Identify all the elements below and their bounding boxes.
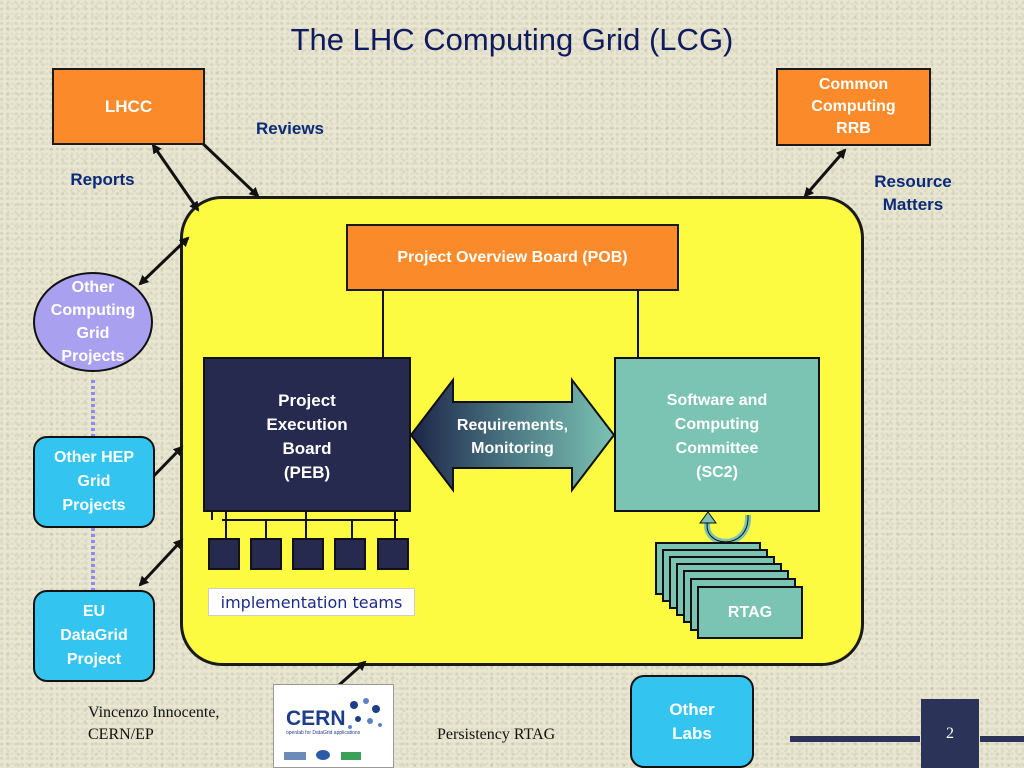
hep-line-1: Other HEP <box>53 449 134 466</box>
footer-bar-right <box>980 736 1024 742</box>
sc2-line-4: (SC2) <box>696 464 738 481</box>
ocg-line-3: Grid <box>76 325 110 342</box>
hep-line-3: Projects <box>62 497 126 514</box>
ocg-line-1: Other <box>71 279 115 296</box>
team-box <box>208 538 240 570</box>
rrb-line-3: RRB <box>836 120 871 137</box>
resource-line-1: Resource <box>874 172 952 191</box>
other-computing-grid-circle: Other Computing Grid Projects <box>33 272 153 372</box>
lhcc-label: LHCC <box>104 96 153 116</box>
peb-line-1: Project <box>278 391 336 410</box>
lhcc-box: LHCC <box>52 68 205 145</box>
peb-box: Project Execution Board (PEB) <box>203 357 411 512</box>
sc2-line-3: Committee <box>675 440 759 457</box>
eu-line-3: Project <box>66 651 122 668</box>
implementation-teams-label: implementation teams <box>208 588 415 616</box>
footer-author: Vincenzo Innocente, CERN/EP <box>88 702 219 746</box>
peb-line-3: Board <box>282 439 332 458</box>
rtag-label: RTAG <box>727 603 773 621</box>
author-line-2: CERN/EP <box>88 726 154 743</box>
team-box <box>377 538 409 570</box>
eu-line-2: DataGrid <box>60 627 128 644</box>
author-line-1: Vincenzo Innocente, <box>88 704 220 721</box>
ocg-line-4: Projects <box>61 348 125 365</box>
labs-line-2: Labs <box>672 723 712 743</box>
eu-datagrid-box: EU DataGrid Project <box>33 590 155 682</box>
rrb-box: Common Computing RRB <box>776 68 931 146</box>
resource-matters-label: Resource Matters <box>858 170 968 216</box>
pob-label: Project Overview Board (POB) <box>397 248 628 266</box>
hep-line-2: Grid <box>77 473 111 490</box>
rrb-line-2: Computing <box>811 98 896 115</box>
reviews-label: Reviews <box>255 119 325 138</box>
ocg-line-2: Computing <box>50 302 136 319</box>
rrb-line-1: Common <box>818 76 889 93</box>
reports-label: Reports <box>70 170 135 189</box>
peb-line-4: (PEB) <box>283 463 331 482</box>
other-hep-box: Other HEP Grid Projects <box>33 436 155 528</box>
requirements-label: Requirements, Monitoring <box>430 414 595 460</box>
other-labs-box: Other Labs <box>630 675 754 768</box>
team-box <box>334 538 366 570</box>
labs-line-1: Other <box>669 699 715 719</box>
pob-box: Project Overview Board (POB) <box>346 224 679 291</box>
cern-logo-tagline: openlab for DataGrid applications <box>286 730 361 736</box>
peb-line-2: Execution <box>266 415 348 434</box>
footer-title: Persistency RTAG <box>437 726 556 743</box>
requirements-line-2: Monitoring <box>471 440 554 457</box>
page-number: 2 <box>921 699 979 768</box>
team-box <box>250 538 282 570</box>
team-box <box>292 538 324 570</box>
sponsor-logos <box>284 747 384 761</box>
rtag-box: RTAG <box>697 586 803 639</box>
openlab-network-icon <box>348 698 382 729</box>
cern-logo-text: CERN <box>286 707 346 730</box>
sc2-line-1: Software and <box>666 392 768 409</box>
slide-title: The LHC Computing Grid (LCG) <box>290 22 734 57</box>
requirements-line-1: Requirements, <box>456 417 569 434</box>
footer-bar-left <box>790 736 920 742</box>
eu-line-1: EU <box>82 603 106 620</box>
resource-line-2: Matters <box>882 195 944 214</box>
cern-openlab-logo: CERN openlab for DataGrid applications <box>273 684 394 768</box>
sc2-line-2: Computing <box>674 416 760 433</box>
sc2-box: Software and Computing Committee (SC2) <box>614 357 820 512</box>
